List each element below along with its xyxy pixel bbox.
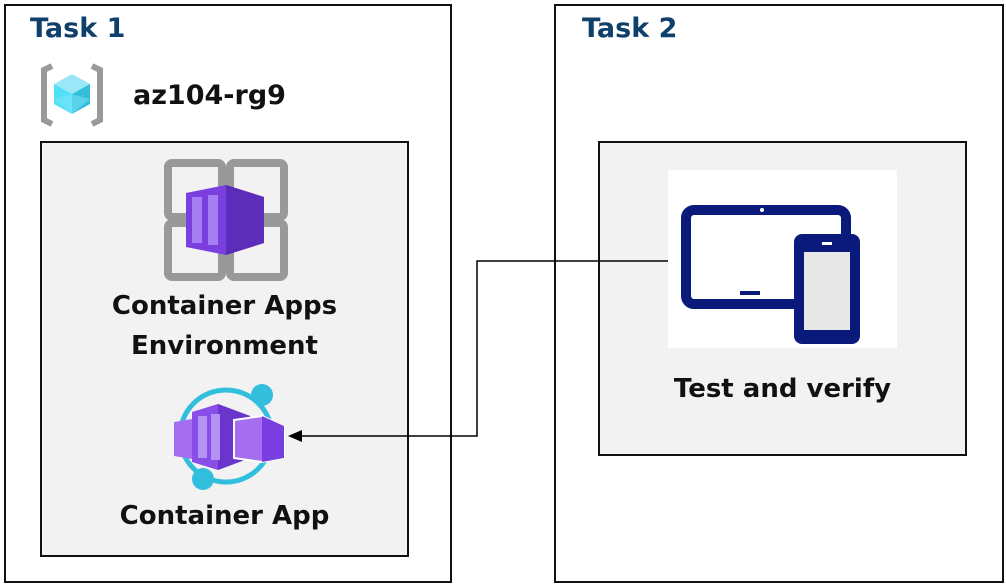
resource-group-icon xyxy=(41,63,103,127)
resource-group-label: az104-rg9 xyxy=(133,80,286,111)
container-app-icon xyxy=(174,384,285,490)
devices-icon xyxy=(681,205,860,344)
test-verify-label: Test and verify xyxy=(673,374,892,404)
environment-label-line2: Environment xyxy=(131,331,318,361)
task2-title: Task 2 xyxy=(582,13,678,44)
task1-title: Task 1 xyxy=(30,13,126,44)
task2-panel xyxy=(554,4,1004,583)
container-apps-environment-icon xyxy=(164,159,288,281)
environment-label: Container Apps Environment xyxy=(40,286,409,366)
container-app-label: Container App xyxy=(119,501,330,531)
task1-panel xyxy=(4,4,452,583)
environment-label-line1: Container Apps xyxy=(111,291,338,321)
